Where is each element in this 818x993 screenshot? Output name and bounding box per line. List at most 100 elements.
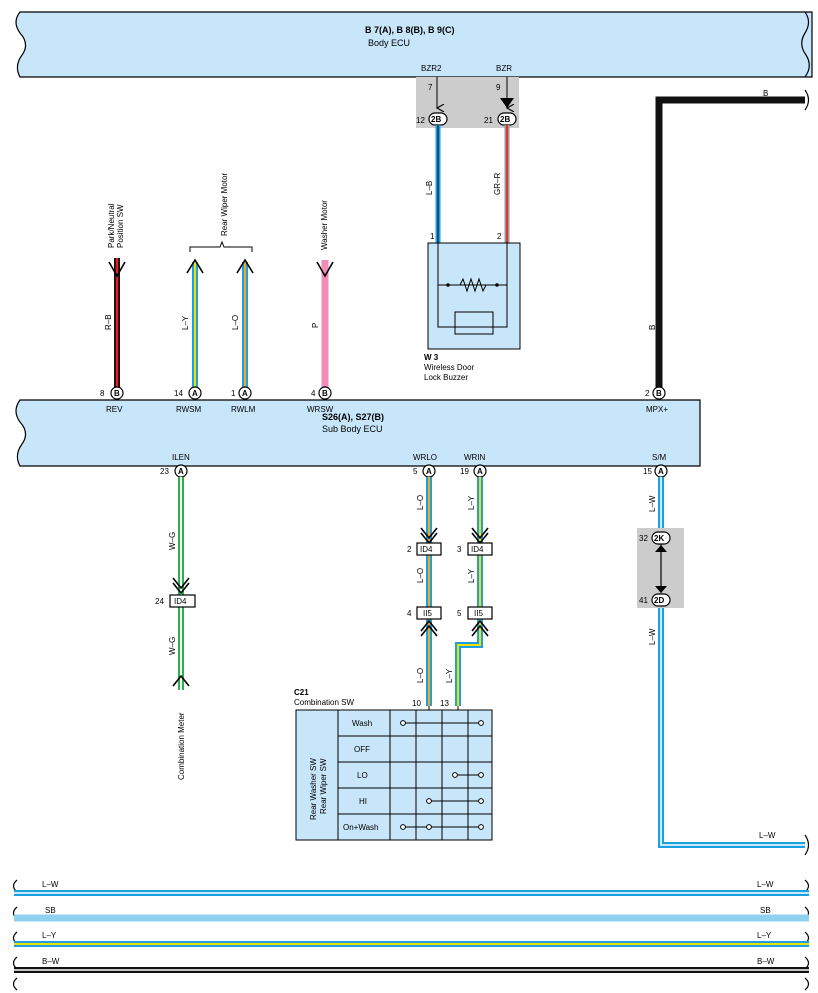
svg-text:L–Y: L–Y xyxy=(467,495,476,510)
svg-text:L–O: L–O xyxy=(416,495,425,510)
bus-label-sb-left: SB xyxy=(45,906,56,915)
svg-text:II5: II5 xyxy=(423,609,432,618)
wire-wrin-l-y xyxy=(455,477,489,706)
svg-text:ILEN: ILEN xyxy=(172,453,190,462)
wire-sm-l-w xyxy=(658,477,810,856)
svg-text:A: A xyxy=(477,467,483,476)
svg-text:L–O: L–O xyxy=(416,568,425,583)
connector-ii5-wrlo: II5 4 xyxy=(407,606,442,620)
svg-text:L–Y: L–Y xyxy=(181,315,190,330)
svg-text:II5: II5 xyxy=(474,609,483,618)
sw-row-lo: LO xyxy=(357,771,368,780)
svg-text:ID4: ID4 xyxy=(471,545,484,554)
bus-label-b-w-right: B–W xyxy=(757,957,775,966)
buzzer-name-2: Lock Buzzer xyxy=(424,373,468,382)
terminal-rwlm: A 1 RWLM xyxy=(231,386,256,414)
svg-text:A: A xyxy=(178,467,184,476)
bus-label-b-w-left: B–W xyxy=(42,957,60,966)
wire-label-b-mpx: B xyxy=(648,325,657,330)
dest-combination-meter: Combination Meter xyxy=(177,712,186,780)
svg-text:13: 13 xyxy=(440,699,449,708)
svg-text:L–W: L–W xyxy=(648,628,657,645)
svg-text:A: A xyxy=(192,389,198,398)
svg-text:5: 5 xyxy=(457,609,462,618)
dest-park-neutral-2: Position SW xyxy=(116,204,125,248)
svg-text:19: 19 xyxy=(460,467,469,476)
svg-text:L–O: L–O xyxy=(231,315,240,330)
svg-text:RWSM: RWSM xyxy=(176,405,202,414)
terminal-ilen: ILEN A 23 xyxy=(160,453,190,478)
terminal-mpx: B 2 MPX+ xyxy=(645,386,668,414)
svg-text:ID4: ID4 xyxy=(174,597,187,606)
svg-text:2D: 2D xyxy=(654,596,664,605)
svg-text:P: P xyxy=(311,323,320,328)
sw-side-label-2: Rear Wiper SW xyxy=(319,758,328,814)
svg-text:WRLO: WRLO xyxy=(413,453,437,462)
wire-label-gr-r: GR–R xyxy=(493,173,502,195)
svg-text:A: A xyxy=(242,389,248,398)
svg-text:1: 1 xyxy=(430,232,435,241)
svg-text:L–O: L–O xyxy=(416,668,425,683)
svg-text:24: 24 xyxy=(155,597,164,606)
svg-text:B: B xyxy=(656,389,662,398)
svg-text:21: 21 xyxy=(484,116,493,125)
svg-text:2B: 2B xyxy=(431,115,441,124)
body-ecu-subtitle: Body ECU xyxy=(368,38,410,48)
bus-label-l-y-left: L–Y xyxy=(42,931,57,940)
wire-wrsw-p xyxy=(316,260,334,388)
svg-text:L–W: L–W xyxy=(648,495,657,512)
svg-text:MPX+: MPX+ xyxy=(646,405,668,414)
svg-text:8: 8 xyxy=(100,389,105,398)
svg-text:W–G: W–G xyxy=(168,532,177,550)
connector-ii5-wrin: II5 5 xyxy=(457,606,493,620)
svg-text:1: 1 xyxy=(231,389,236,398)
body-ecu: B 7(A), B 8(B), B 9(C) Body ECU xyxy=(15,11,813,78)
connector-id4-wrin: ID4 3 xyxy=(457,542,493,556)
wire-r-b xyxy=(108,258,126,388)
svg-text:14: 14 xyxy=(174,389,183,398)
pin-bzr: 9 xyxy=(496,83,501,92)
svg-text:2B: 2B xyxy=(500,115,510,124)
terminal-bzr: BZR xyxy=(496,64,512,73)
svg-text:REV: REV xyxy=(106,405,123,414)
svg-text:WRSW: WRSW xyxy=(307,405,334,414)
svg-text:L–Y: L–Y xyxy=(467,568,476,583)
dest-washer-motor: Washer Motor xyxy=(320,200,329,250)
connector-2k-2d: 2K 32 2D 41 xyxy=(637,528,684,608)
svg-text:A: A xyxy=(658,467,664,476)
svg-text:S/M: S/M xyxy=(652,453,667,462)
svg-text:ID4: ID4 xyxy=(420,545,433,554)
svg-text:5: 5 xyxy=(413,467,418,476)
svg-text:B: B xyxy=(114,389,120,398)
sub-body-ecu: S26(A), S27(B) Sub Body ECU xyxy=(15,399,701,467)
svg-text:10: 10 xyxy=(412,699,421,708)
svg-text:12: 12 xyxy=(416,116,425,125)
svg-text:3: 3 xyxy=(457,545,462,554)
svg-text:4: 4 xyxy=(311,389,316,398)
bus-label-l-y-right: L–Y xyxy=(757,931,772,940)
terminal-bzr2: BZR2 xyxy=(421,64,442,73)
sub-body-ecu-title: S26(A), S27(B) xyxy=(322,412,384,422)
sw-side-label-1: Rear Washer SW xyxy=(309,758,318,820)
sub-body-ecu-subtitle: Sub Body ECU xyxy=(322,424,383,434)
wire-label-b-top: B xyxy=(763,89,768,98)
svg-text:RWLM: RWLM xyxy=(231,405,256,414)
svg-text:2: 2 xyxy=(645,389,650,398)
sw-row-on-wash: On+Wash xyxy=(343,823,379,832)
connector-id4-left: ID4 24 xyxy=(155,594,196,608)
wireless-door-lock-buzzer xyxy=(427,242,521,350)
terminal-sm: S/M A 15 xyxy=(643,453,668,478)
svg-text:WRIN: WRIN xyxy=(464,453,486,462)
body-ecu-title: B 7(A), B 8(B), B 9(C) xyxy=(365,25,455,35)
terminal-rwsm: A 14 RWSM xyxy=(174,386,202,414)
wire-rwlm-l-o xyxy=(236,258,254,388)
svg-text:R–B: R–B xyxy=(104,314,113,330)
svg-text:2K: 2K xyxy=(654,534,664,543)
pin-bzr2: 7 xyxy=(428,83,433,92)
wire-label-l-w-right: L–W xyxy=(759,831,776,840)
wire-label-l-b: L–B xyxy=(425,181,434,195)
wire-ilen-w-g xyxy=(172,477,190,690)
terminal-wrlo: WRLO A 5 xyxy=(413,453,437,478)
svg-text:15: 15 xyxy=(643,467,652,476)
